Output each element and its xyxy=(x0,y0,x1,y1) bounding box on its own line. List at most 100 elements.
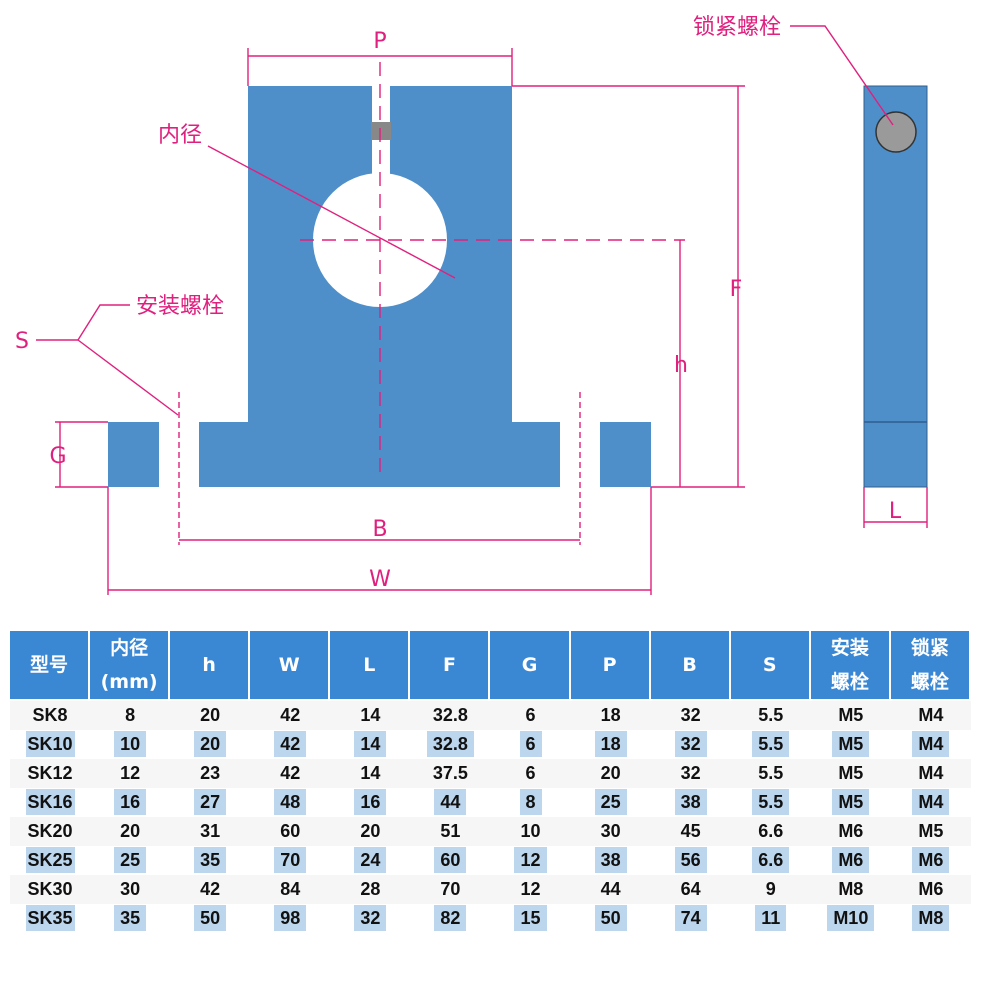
table-cell: 10 xyxy=(490,817,571,846)
table-cell: SK25 xyxy=(10,846,90,875)
table-cell: SK10 xyxy=(10,730,90,759)
table-cell: SK35 xyxy=(10,904,90,933)
cell-value: 32 xyxy=(674,731,707,757)
table-cell: 8 xyxy=(490,788,570,817)
table-cell: 48 xyxy=(250,788,330,817)
table-cell: 32 xyxy=(651,730,731,759)
cell-value: SK8 xyxy=(32,705,68,725)
cell-value: 6 xyxy=(519,731,542,757)
cell-value: 82 xyxy=(434,905,467,931)
cell-value: 20 xyxy=(120,821,141,841)
column-header-text: 螺栓 xyxy=(910,671,949,693)
cell-value: 42 xyxy=(274,731,307,757)
cell-value: SK16 xyxy=(25,789,75,815)
table-cell: 42 xyxy=(250,730,330,759)
cell-value: 25 xyxy=(594,789,627,815)
cell-value: 30 xyxy=(600,821,621,841)
cell-value: 35 xyxy=(114,905,147,931)
table-cell: 32 xyxy=(330,904,410,933)
cell-value: 45 xyxy=(680,821,701,841)
cell-value: 14 xyxy=(360,763,381,783)
table-cell: 6 xyxy=(490,730,570,759)
cell-value: M6 xyxy=(838,821,864,841)
cell-value: 20 xyxy=(360,821,381,841)
table-cell: M4 xyxy=(891,788,971,817)
column-header-text: F xyxy=(442,654,456,676)
cell-value: 12 xyxy=(514,847,547,873)
table-cell: M8 xyxy=(891,904,971,933)
table-cell: M6 xyxy=(810,817,891,846)
cell-value: 14 xyxy=(354,731,387,757)
table-cell: 37.5 xyxy=(410,759,491,788)
cell-value: 44 xyxy=(600,879,621,899)
column-header: S xyxy=(730,631,811,701)
cell-value: 74 xyxy=(674,905,707,931)
cell-value: 6.6 xyxy=(758,821,784,841)
cell-value: 37.5 xyxy=(432,763,468,783)
table-cell: 42 xyxy=(170,875,251,904)
cell-value: 8 xyxy=(519,789,542,815)
cell-value: SK30 xyxy=(27,879,73,899)
cell-value: 84 xyxy=(280,879,301,899)
column-header: 内径(mm) xyxy=(90,631,171,701)
label-bore: 内径 xyxy=(158,123,202,148)
cell-value: M4 xyxy=(918,705,944,725)
table-cell: 18 xyxy=(571,730,651,759)
table-cell: M4 xyxy=(890,701,971,730)
table-cell: 32.8 xyxy=(410,701,491,730)
table-cell: 31 xyxy=(170,817,251,846)
column-header: L xyxy=(330,631,411,701)
column-header-text: 内径 xyxy=(110,637,149,659)
cell-value: 25 xyxy=(114,847,147,873)
dim-label-b: B xyxy=(372,517,387,542)
cell-value: 32.8 xyxy=(432,705,468,725)
dim-label-f: F xyxy=(730,277,743,302)
cell-value: 60 xyxy=(434,847,467,873)
table-cell: 32 xyxy=(650,759,731,788)
dim-label-g: G xyxy=(49,444,66,469)
table-cell: 50 xyxy=(170,904,250,933)
column-header: 型号 xyxy=(10,631,91,701)
table-cell: 11 xyxy=(731,904,811,933)
table-cell: 16 xyxy=(90,788,170,817)
column-header: F xyxy=(410,631,491,701)
column-header: P xyxy=(570,631,651,701)
table-cell: 35 xyxy=(90,904,170,933)
cell-value: 10 xyxy=(520,821,541,841)
table-cell: 30 xyxy=(570,817,651,846)
cell-value: 27 xyxy=(194,789,227,815)
cell-value: 12 xyxy=(520,879,541,899)
cell-value: M5 xyxy=(838,763,864,783)
table-cell: 8 xyxy=(90,701,171,730)
column-header: 锁紧螺栓 xyxy=(890,631,971,701)
table-cell: 32 xyxy=(650,701,731,730)
table-cell: 6 xyxy=(490,701,571,730)
cell-value: M5 xyxy=(832,731,870,757)
column-header-text: 螺栓 xyxy=(830,671,869,693)
cell-value: 5.5 xyxy=(758,763,784,783)
label-lock-bolt: 锁紧螺栓 xyxy=(693,15,781,40)
cell-value: M4 xyxy=(912,731,950,757)
table-cell: 82 xyxy=(410,904,490,933)
lock-bolt-front xyxy=(371,122,391,140)
table-cell: 51 xyxy=(410,817,491,846)
cell-value: 44 xyxy=(434,789,467,815)
cell-value: 5.5 xyxy=(758,705,784,725)
column-header: B xyxy=(650,631,731,701)
table-cell: M5 xyxy=(811,730,891,759)
table-cell: 10 xyxy=(90,730,170,759)
cell-value: 6.6 xyxy=(752,847,790,873)
cell-value: M5 xyxy=(918,821,944,841)
table-cell: 64 xyxy=(650,875,731,904)
cell-value: 50 xyxy=(194,905,227,931)
column-header-text: L xyxy=(363,654,376,676)
table-cell: M10 xyxy=(811,904,891,933)
cell-value: 50 xyxy=(594,905,627,931)
cell-value: SK20 xyxy=(27,821,73,841)
column-header: 安装螺栓 xyxy=(810,631,891,701)
table-cell: SK8 xyxy=(10,701,91,730)
cell-value: 38 xyxy=(594,847,627,873)
table-cell: 70 xyxy=(410,875,491,904)
